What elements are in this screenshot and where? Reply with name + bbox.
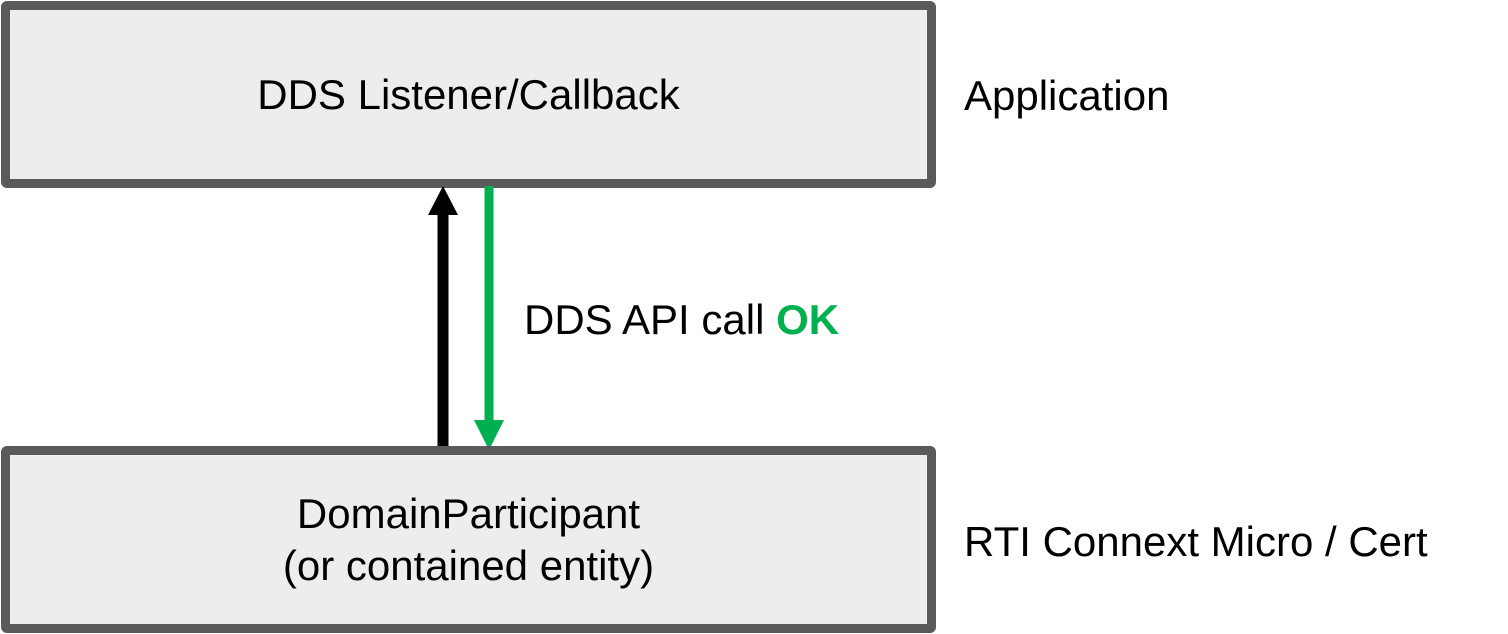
domain-participant-line1: DomainParticipant bbox=[296, 489, 641, 537]
api-call-status: OK bbox=[776, 296, 840, 343]
domain-participant-box: DomainParticipant (or contained entity) bbox=[1, 446, 936, 633]
application-layer-label: Application bbox=[964, 72, 1170, 119]
api-call-label: DDS API call OK bbox=[524, 294, 839, 346]
api-call-down-arrow-head bbox=[474, 420, 504, 450]
domain-participant-line2: (or contained entity) bbox=[282, 541, 655, 589]
callback-up-arrow bbox=[428, 186, 458, 451]
middleware-layer-label: RTI Connext Micro / Cert bbox=[964, 518, 1428, 565]
callback-up-arrow-head bbox=[428, 186, 458, 215]
listener-callback-box: DDS Listener/Callback bbox=[1, 1, 936, 188]
listener-callback-label: DDS Listener/Callback bbox=[257, 70, 680, 118]
api-call-down-arrow bbox=[474, 186, 504, 450]
domain-participant-label: DomainParticipant (or contained entity) bbox=[283, 488, 654, 592]
api-call-text: DDS API call bbox=[524, 296, 777, 343]
